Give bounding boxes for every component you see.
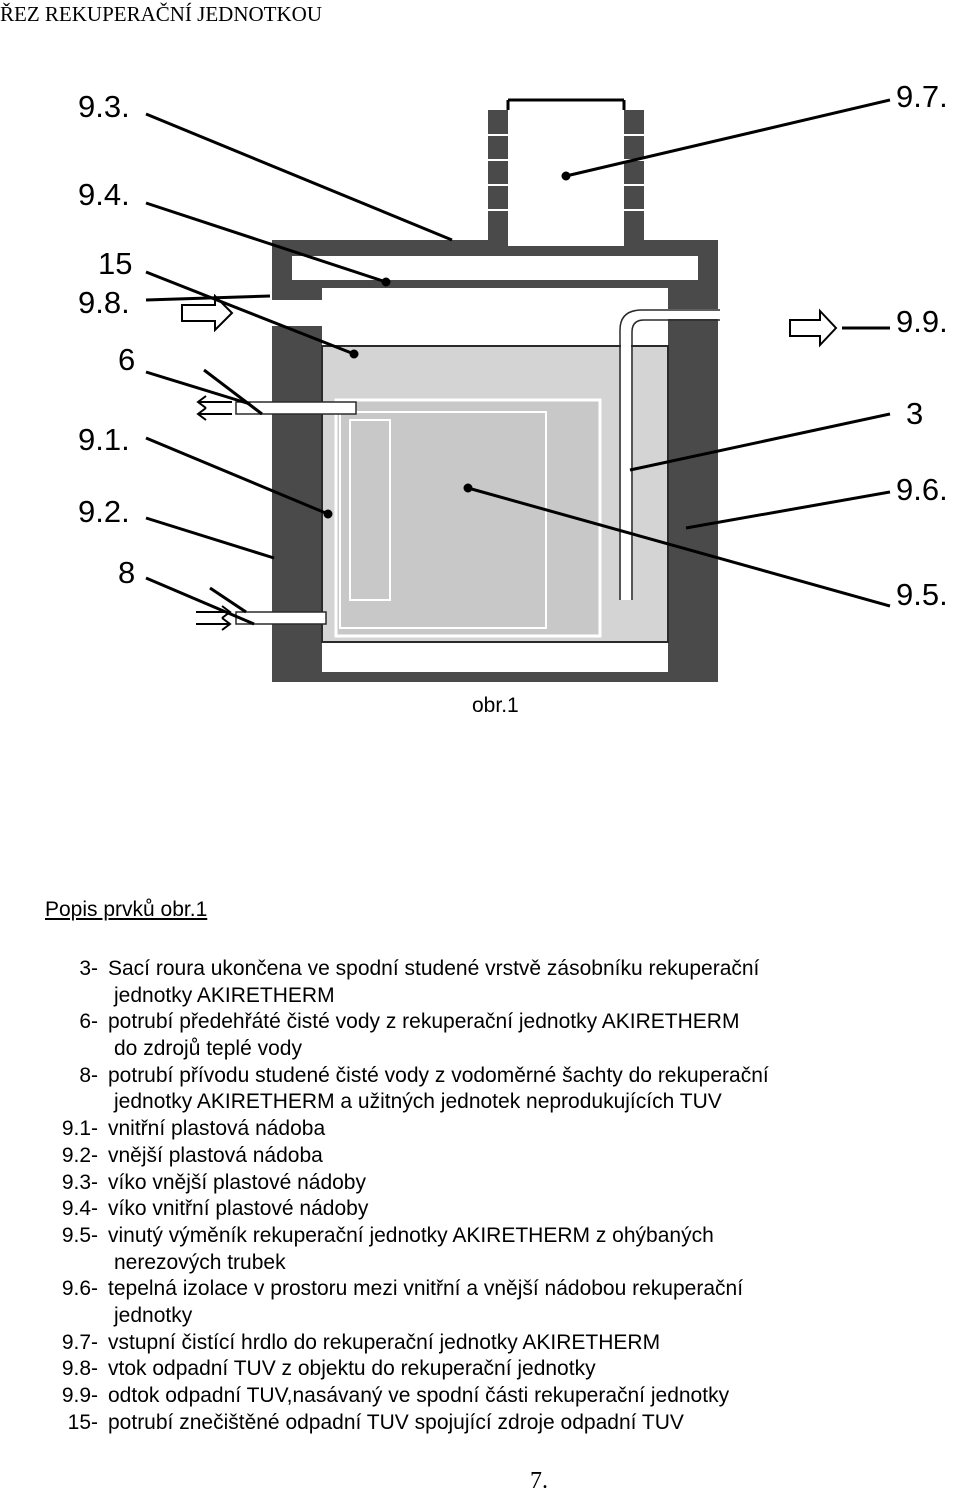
legend-item-description-continued: nerezových trubek (114, 1250, 286, 1274)
legend-item: 6- potrubí předehřáté čisté vody z rekupe… (0, 1009, 960, 1062)
label-9-6: 9.6. (896, 472, 948, 507)
legend-item-description: víko vnitřní plastové nádoby (108, 1197, 369, 1221)
legend-item-description: vtok odpadní TUV z objektu do rekuperačn… (108, 1357, 596, 1381)
legend-item-description: vstupní čistící hrdlo do rekuperační jed… (108, 1330, 661, 1354)
pipe-8 (235, 611, 327, 625)
legend-item-description-continued: do zdrojů teplé vody (114, 1037, 302, 1061)
page-header-title: ŘEZ REKUPERAČNÍ JEDNOTKOU (0, 2, 322, 26)
legend-item-code: 9.3- (61, 1170, 98, 1194)
legend-item-description: potrubí předehřáté čisté vody z rekupera… (108, 1010, 740, 1034)
legend-item: 3- Sací roura ukončena ve spodní studené … (0, 956, 960, 1009)
legend-item-description: vnější plastová nádoba (108, 1143, 323, 1167)
label-9-7: 9.7. (896, 79, 948, 114)
legend-item-code: 9.9- (61, 1384, 98, 1408)
label-9-2: 9.2. (78, 494, 130, 529)
legend-item-description-continued: jednotky AKIRETHERM (114, 983, 335, 1007)
suction-pipe (621, 309, 720, 600)
legend-item: 9.6- tepelná izolace v prostoru mezi vnit… (0, 1276, 960, 1329)
label-9-5: 9.5. (896, 577, 948, 612)
legend-item-code: 3- (79, 957, 98, 980)
label-9-9: 9.9. (896, 304, 948, 339)
legend-item-description: vinutý výměník rekuperační jednotky AKIR… (108, 1223, 714, 1247)
label-15: 15 (98, 246, 132, 281)
legend-item-code: 9.4- (61, 1197, 98, 1221)
legend-item: 9.7- vstupní čistící hrdlo do rekuperační… (0, 1330, 960, 1357)
label-9-8: 9.8. (78, 285, 130, 320)
legend-item: 9.3- víko vnější plastové nádoby (0, 1170, 960, 1197)
pipe-6-arrows (196, 395, 232, 421)
label-9-4: 9.4. (78, 177, 130, 212)
legend-item-code: 9.2- (61, 1143, 98, 1167)
legend-item: 8- potrubí přívodu studené čisté vody z v… (0, 1063, 960, 1116)
label-9-3: 9.3. (78, 89, 130, 124)
legend-item-description-continued: jednotky (114, 1304, 193, 1327)
legend-item: 9.8- vtok odpadní TUV z objektu do rekupe… (0, 1356, 960, 1383)
legend-item: 9.5- vinutý výměník rekuperační jednotky … (0, 1223, 960, 1276)
legend-item-description: potrubí přívodu studené čisté vody z vod… (108, 1063, 769, 1087)
figure-caption: obr.1 (472, 694, 519, 717)
pipe-6 (235, 401, 357, 415)
legend-item-code: 8- (79, 1063, 98, 1087)
cross-section-diagram: 9.3. 9.4. 15 9.8. 6 9.1. 9.2. 8 9.7. 9.9… (78, 79, 948, 717)
pipe-8-arrows (196, 605, 232, 631)
page-number: 7. (530, 1468, 548, 1494)
label-6: 6 (118, 342, 135, 377)
legend-item-description: odtok odpadní TUV,nasávaný ve spodní čás… (108, 1384, 730, 1408)
legend-item-code: 9.8- (61, 1357, 98, 1381)
legend-item-description: tepelná izolace v prostoru mezi vnitřní … (108, 1277, 744, 1301)
legend-item-code: 15- (67, 1410, 98, 1434)
legend-item-code: 9.5- (61, 1223, 98, 1247)
label-9-1: 9.1. (78, 422, 130, 457)
legend-item-code: 6- (79, 1010, 98, 1034)
legend-list: 3- Sací roura ukončena ve spodní studené … (0, 956, 960, 1436)
legend-item: 9.1- vnitřní plastová nádoba (0, 1116, 960, 1143)
outlet-arrow (789, 308, 838, 348)
heat-exchanger (334, 398, 602, 638)
legend-title: Popis prvků obr.1 (45, 898, 208, 921)
legend-item: 15- potrubí znečištěné odpadní TUV spojuj… (0, 1410, 960, 1437)
legend-item-description-continued: jednotky AKIRETHERM a užitných jednotek … (114, 1090, 722, 1114)
legend-item-code: 9.1- (61, 1117, 98, 1141)
legend-item-code: 9.7- (61, 1330, 98, 1354)
legend-item: 9.4- víko vnitřní plastové nádoby (0, 1196, 960, 1223)
legend-item-description: potrubí znečištěné odpadní TUV spojující… (108, 1410, 684, 1434)
label-8: 8 (118, 555, 135, 590)
legend-item-code: 9.6- (61, 1277, 98, 1301)
legend-item: 9.9- odtok odpadní TUV,nasávaný ve spodní… (0, 1383, 960, 1410)
legend-item-description: víko vnější plastové nádoby (108, 1170, 366, 1194)
inlet-arrow (181, 293, 234, 333)
legend-item: 9.2- vnější plastová nádoba (0, 1143, 960, 1170)
legend-item-description: Sací roura ukončena ve spodní studené vr… (108, 957, 760, 980)
label-3: 3 (906, 396, 923, 431)
legend-item-description: vnitřní plastová nádoba (108, 1117, 326, 1141)
